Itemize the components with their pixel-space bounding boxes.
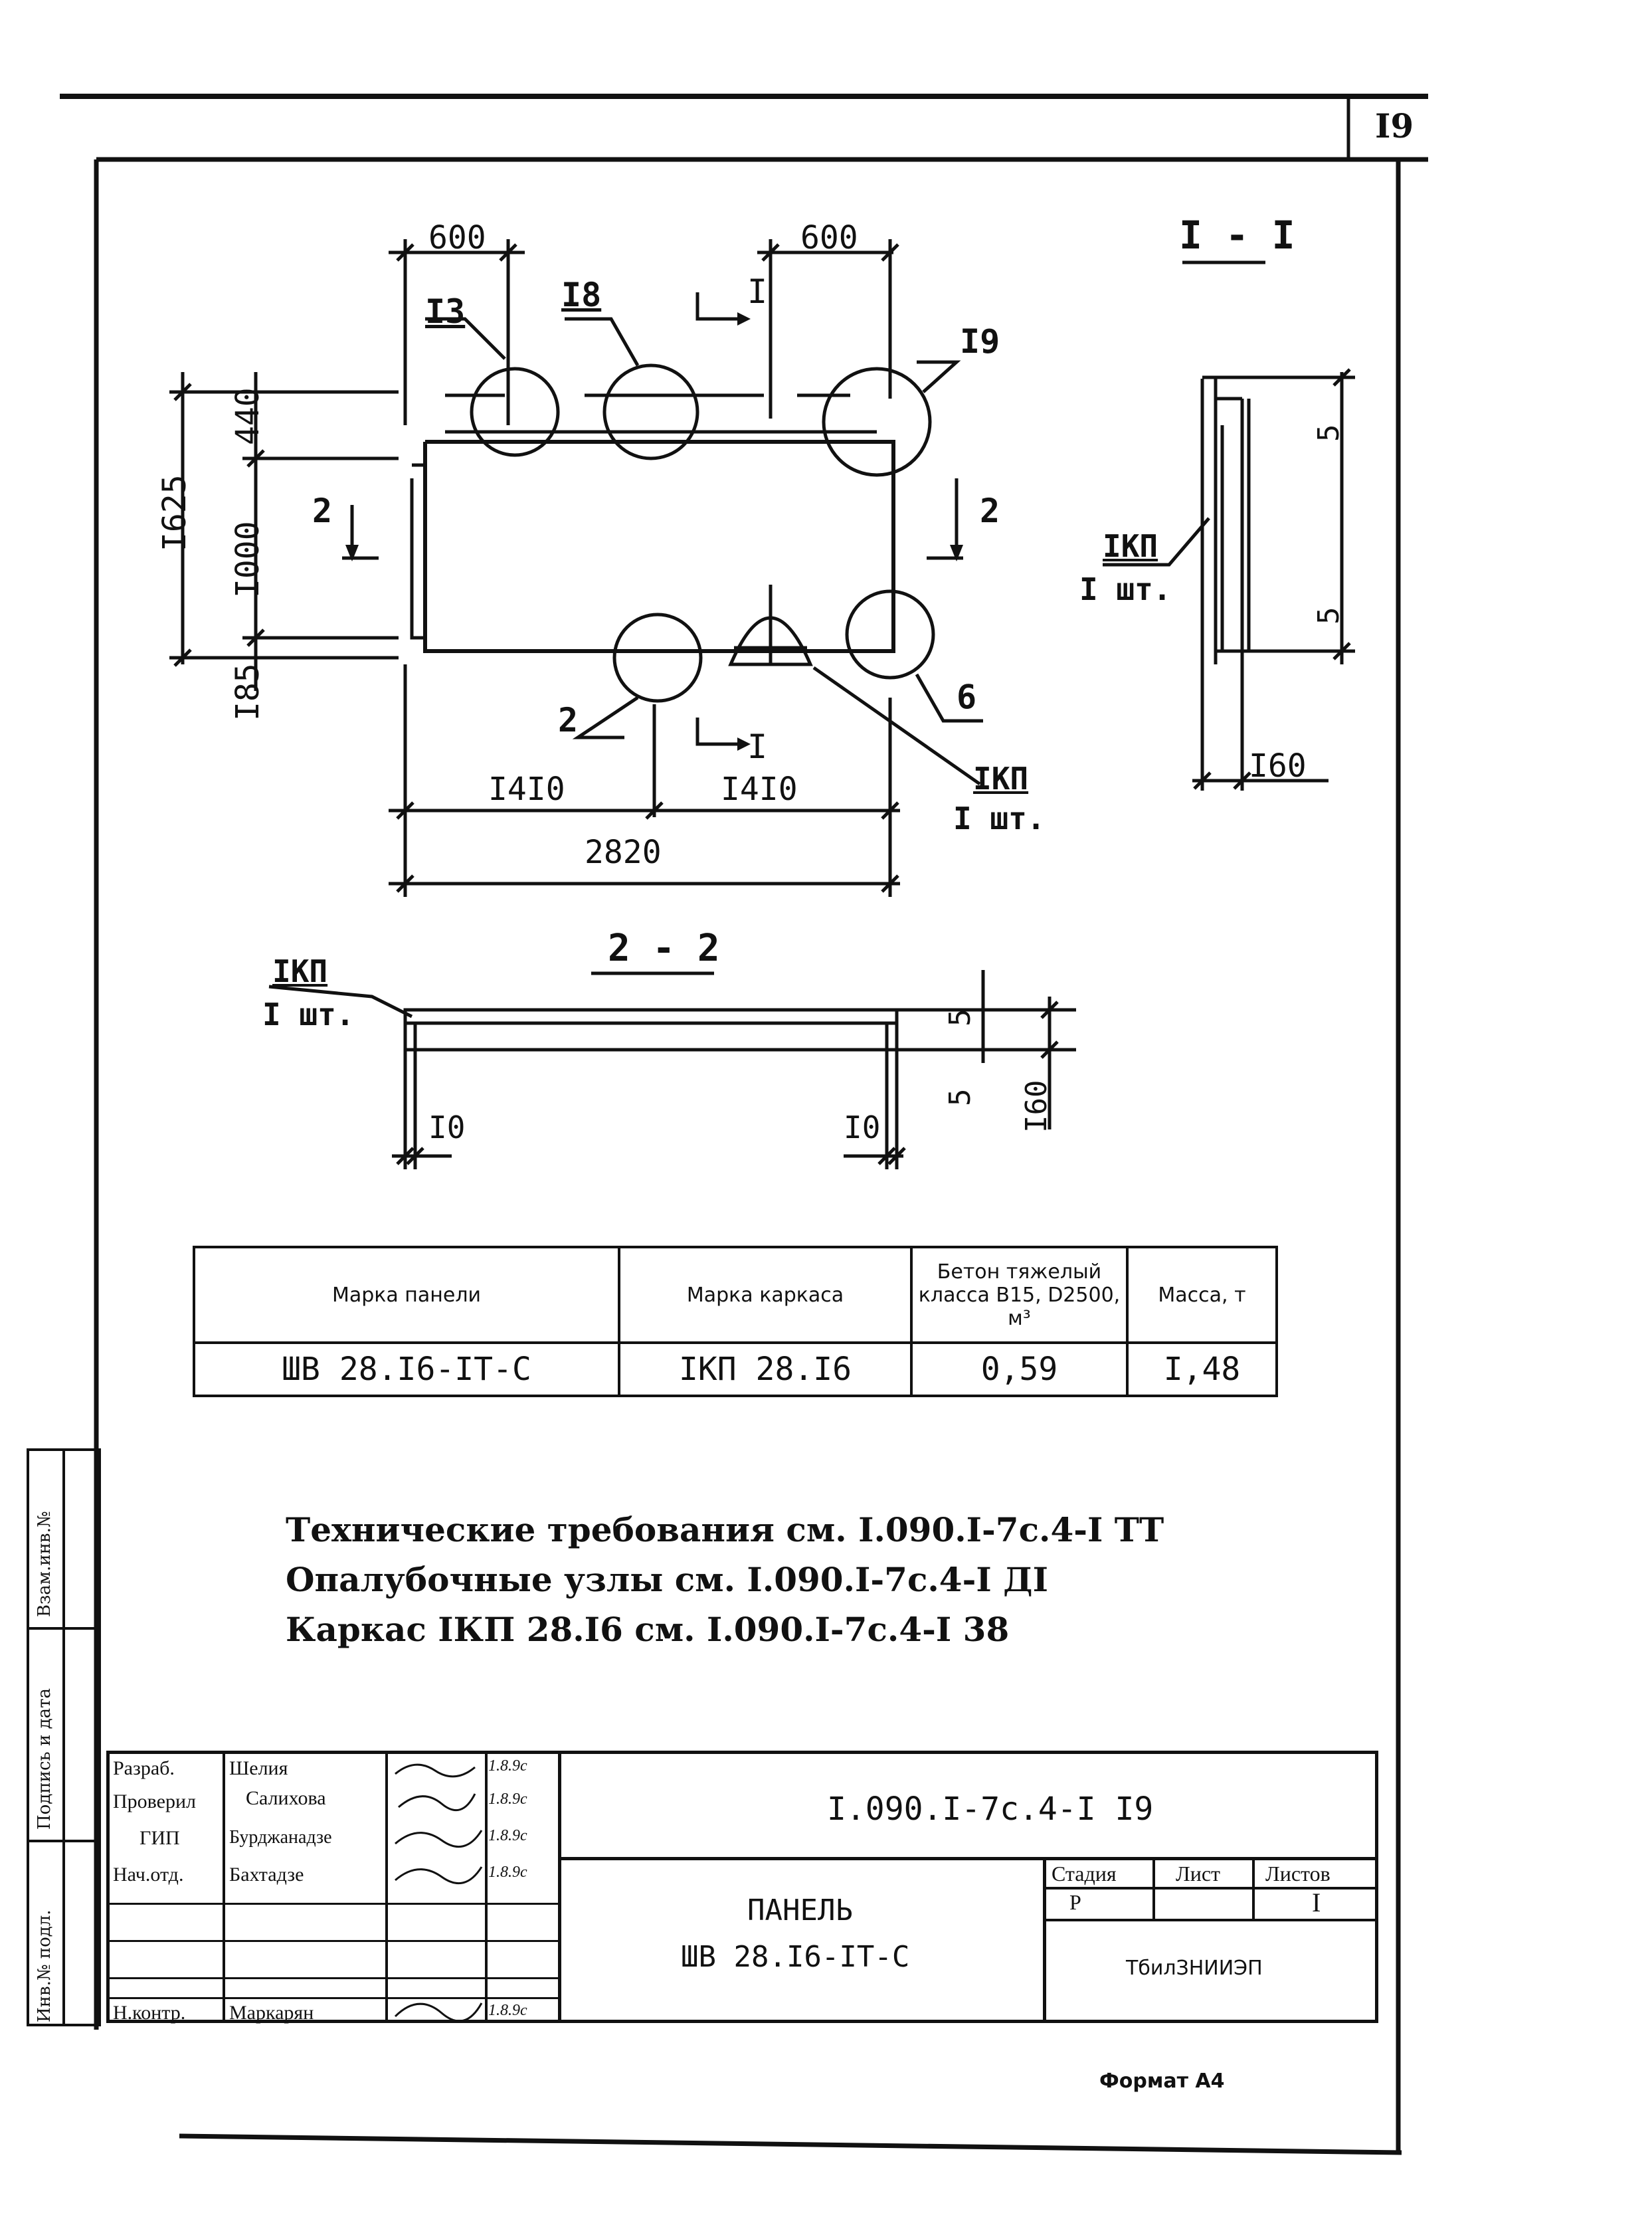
tb-date-6: 1.8.9с (488, 2002, 527, 2019)
spec-table-header-row: Марка панели Марка каркаса Бетон тяжелый… (193, 1246, 1278, 1344)
dim-top-right: 600 (800, 219, 858, 256)
sheet-label: Лист (1176, 1862, 1221, 1886)
tb-role-2: ГИП (139, 1827, 180, 1849)
node-ref-19: I9 (960, 322, 1000, 361)
spec-header-mass: Масса, т (1126, 1246, 1278, 1344)
frame-callout-main-qty: I шт. (953, 801, 1046, 836)
dim-bottom-half-left: I4I0 (488, 771, 565, 808)
drawing-title-2: ШВ 28.I6-IТ-С (681, 1940, 910, 1974)
spec-cell-panel: ШВ 28.I6-IТ-С (193, 1341, 620, 1397)
sheet-number: I9 (1375, 106, 1414, 145)
spec-header-concrete: Бетон тяжелый класса B15, D2500, м³ (910, 1246, 1129, 1344)
dim-bottom-half-right: I4I0 (721, 771, 798, 808)
table-row: ШВ 28.I6-IТ-С IКП 28.I6 0,59 I,48 (193, 1341, 1278, 1397)
tb-name-6: Маркарян (229, 2002, 314, 2024)
spec-header-frame: Марка каркаса (618, 1246, 913, 1344)
spec-table: Марка панели Марка каркаса Бетон тяжелый… (193, 1246, 1278, 1397)
tb-name-0: Шелия (229, 1757, 288, 1779)
format-label: Формат А4 (1099, 2070, 1225, 2093)
dim-left-total: I625 (156, 474, 193, 551)
section-label-2: 2 - 2 (608, 927, 720, 970)
sheets-value: I (1312, 1888, 1321, 1917)
dim-sec2-right: I0 (844, 1110, 881, 1145)
cut-label-2-right: 2 (980, 492, 1000, 530)
frame-callout-sec1-mark: IКП (1103, 528, 1158, 564)
tb-role-0: Разраб. (113, 1757, 175, 1779)
tb-name-3: Бахтадзе (229, 1864, 304, 1886)
organization: ТбилЗНИИЭП (1126, 1957, 1263, 1980)
sheets-label: Листов (1265, 1862, 1331, 1886)
dim-sec2-mid: 5 (943, 1088, 977, 1107)
tb-role-6: Н.контр. (113, 2002, 186, 2024)
cut-label-2-left: 2 (312, 492, 333, 530)
node-ref-13: I3 (425, 292, 466, 331)
dim-sec2-left: I0 (428, 1110, 466, 1145)
node-ref-6: 6 (957, 678, 977, 716)
technical-notes: Технические требования см. I.090.I-7с.4-… (286, 1505, 1164, 1654)
tb-role-3: Нач.отд. (113, 1864, 184, 1886)
side-stamp-sign: Подпись и дата (35, 1688, 54, 1830)
node-ref-18: I8 (561, 276, 602, 314)
dim-sec2-top: 5 (943, 1009, 977, 1027)
dim-sec2-thickness: I60 (1020, 1080, 1054, 1133)
frame-callout-sec2-qty: I шт. (262, 997, 355, 1032)
frame-callout-sec1-qty: I шт. (1079, 571, 1172, 607)
spec-cell-mass: I,48 (1126, 1341, 1278, 1397)
tb-date-0: 1.8.9с (488, 1757, 527, 1775)
tb-name-1: Салихова (246, 1787, 326, 1809)
doc-code: I.090.I-7с.4-I I9 (827, 1791, 1154, 1828)
dim-top-left: 600 (428, 219, 486, 256)
cut-label-1-top: I (747, 272, 768, 311)
section-label-1: I - I (1179, 213, 1295, 258)
tb-role-1: Проверил (113, 1791, 196, 1812)
tb-date-1: 1.8.9с (488, 1791, 527, 1808)
dim-sec1-mid: 5 (1312, 607, 1346, 625)
dim-left-top: 440 (229, 387, 266, 445)
cut-label-1-bottom: I (747, 727, 768, 766)
signatures (394, 1763, 483, 2022)
tb-name-2: Бурджанадзе (229, 1827, 332, 1848)
stage-value: Р (1069, 1890, 1081, 1914)
node-ref-2: 2 (558, 701, 579, 739)
drawing-title-1: ПАНЕЛЬ (747, 1893, 853, 1927)
dim-sec1-thickness: I60 (1249, 747, 1307, 785)
note-line: Каркас IКП 28.I6 см. I.090.I-7с.4-I 38 (286, 1610, 1010, 1649)
note-line: Опалубочные узлы см. I.090.I-7с.4-I ДI (286, 1560, 1048, 1599)
dim-bottom-total: 2820 (585, 834, 662, 871)
side-stamp-inv: Инв.№ подл. (35, 1909, 54, 2022)
dim-sec1-top: 5 (1312, 424, 1346, 442)
spec-cell-concrete: 0,59 (910, 1341, 1129, 1397)
note-line: Технические требования см. I.090.I-7с.4-… (286, 1510, 1164, 1549)
stage-label: Стадия (1052, 1862, 1117, 1886)
frame-callout-sec2-mark: IКП (272, 953, 328, 989)
side-stamp: Инв.№ подл. Подпись и дата Взам.инв.№ (27, 1448, 101, 2026)
title-block: Разраб. Шелия 1.8.9с Проверил Салихова 1… (106, 1751, 1378, 2024)
spec-header-panel: Марка панели (193, 1246, 620, 1344)
tb-date-3: 1.8.9с (488, 1864, 527, 1881)
dim-left-mid: I000 (229, 521, 266, 598)
tb-date-2: 1.8.9с (488, 1827, 527, 1844)
spec-cell-frame: IКП 28.I6 (618, 1341, 913, 1397)
frame-callout-main-mark: IКП (973, 761, 1029, 797)
side-stamp-repl: Взам.инв.№ (35, 1511, 54, 1617)
dim-left-bottom: I85 (229, 663, 266, 721)
